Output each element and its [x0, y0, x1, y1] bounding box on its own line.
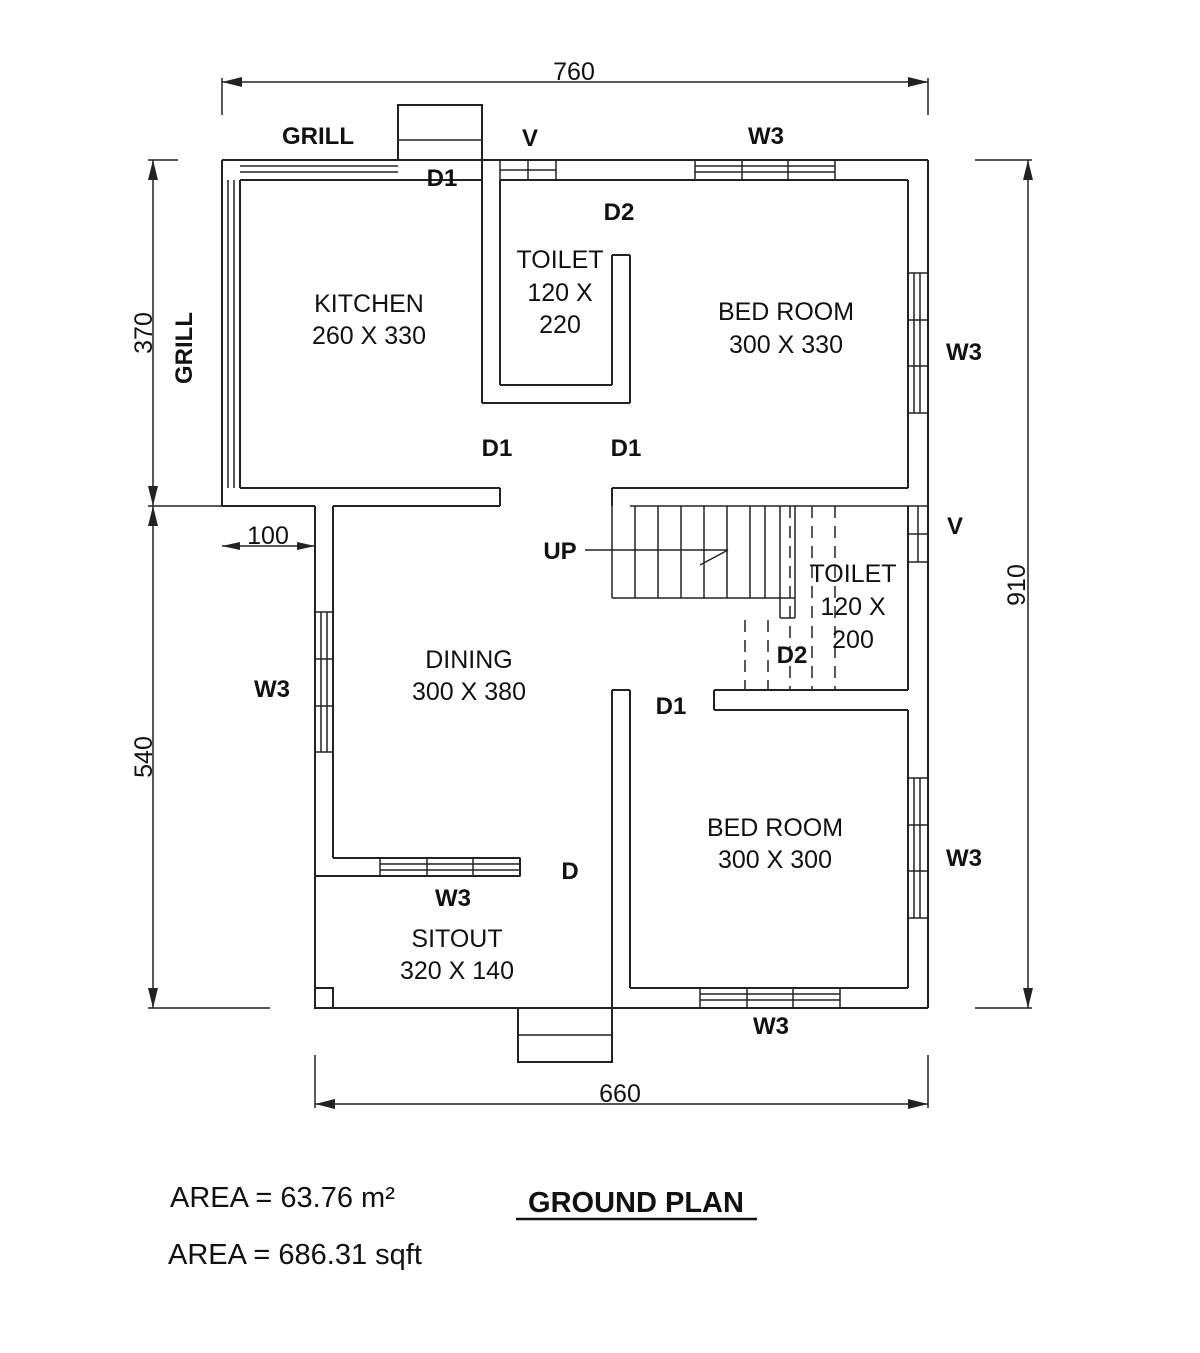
- sitout-name: SITOUT: [411, 925, 502, 953]
- sitout-size: 320 X 140: [400, 957, 514, 985]
- windows: [240, 159, 929, 1009]
- dim-offset-label: 100: [247, 522, 289, 550]
- grill-top-label: GRILL: [282, 123, 354, 150]
- w3-top-window: [694, 159, 836, 181]
- dim-left-upper-label: 370: [130, 312, 158, 354]
- staircase: [585, 506, 836, 690]
- w3-top-label: W3: [748, 123, 784, 150]
- w3-right-lower-window: [907, 777, 929, 919]
- kitchen-size: 260 X 330: [312, 322, 426, 350]
- bedroom1-name: BED ROOM: [718, 298, 854, 326]
- w3-bottom-label: W3: [753, 1013, 789, 1040]
- d1-left-label: D1: [482, 435, 513, 462]
- v-top-label: V: [522, 125, 538, 152]
- d2-toilet2-label: D2: [777, 642, 808, 669]
- area-m2: AREA = 63.76 m²: [170, 1182, 395, 1214]
- d2-toilet-label: D2: [604, 199, 635, 226]
- w3-right-upper-label: W3: [946, 339, 982, 366]
- dimension-lines: [148, 77, 1033, 1109]
- toilet1-name: TOILET: [516, 246, 603, 274]
- d1-right-label: D1: [611, 435, 642, 462]
- dim-right-label: 910: [1003, 564, 1031, 606]
- w3-sitout-window: [379, 857, 521, 877]
- bedroom2-name: BED ROOM: [707, 814, 843, 842]
- kitchen-name: KITCHEN: [314, 290, 424, 318]
- toilet2-name: TOILET: [809, 560, 896, 588]
- v-top-window: [499, 159, 557, 181]
- grill-left-label: GRILL: [171, 312, 198, 384]
- plan-title: GROUND PLAN: [528, 1187, 744, 1219]
- w3-right-upper-window: [907, 272, 929, 414]
- room-labels: KITCHEN 260 X 330 TOILET 120 X 220 BED R…: [312, 246, 897, 985]
- dining-size: 300 X 380: [412, 678, 526, 706]
- toilet2-size-line2: 200: [832, 626, 874, 654]
- v-right-label: V: [947, 513, 963, 540]
- dim-bottom-label: 660: [599, 1080, 641, 1108]
- d-entry-label: D: [561, 858, 578, 885]
- w3-sitout-label: W3: [435, 885, 471, 912]
- w3-left-window: [314, 611, 334, 753]
- bedroom1-size: 300 X 330: [729, 331, 843, 359]
- dim-top-label: 760: [553, 58, 595, 86]
- toilet2-size-line1: 120 X: [820, 593, 886, 621]
- d1-kitchen-label: D1: [427, 165, 458, 192]
- w3-right-lower-label: W3: [946, 845, 982, 872]
- bedroom2-size: 300 X 300: [718, 846, 832, 874]
- w3-left-label: W3: [254, 676, 290, 703]
- toilet1-size-line2: 220: [539, 311, 581, 339]
- dim-left-lower-label: 540: [130, 736, 158, 778]
- d1-bed2-label: D1: [656, 693, 687, 720]
- dining-name: DINING: [425, 646, 513, 674]
- opening-tags: GRILL GRILL V V D1 D2 D1 D1 UP D2 D1 D W…: [171, 123, 982, 1040]
- up-label: UP: [543, 538, 576, 565]
- area-sqft: AREA = 686.31 sqft: [168, 1239, 422, 1271]
- toilet1-size-line1: 120 X: [527, 279, 593, 307]
- dimension-labels: 760 660 370 540 910 100: [130, 58, 1031, 1108]
- v-right-window: [907, 505, 929, 563]
- w3-bottom-window: [699, 987, 841, 1009]
- grill-top-window: [240, 165, 398, 173]
- plan-footer: AREA = 63.76 m² AREA = 686.31 sqft GROUN…: [168, 1182, 757, 1271]
